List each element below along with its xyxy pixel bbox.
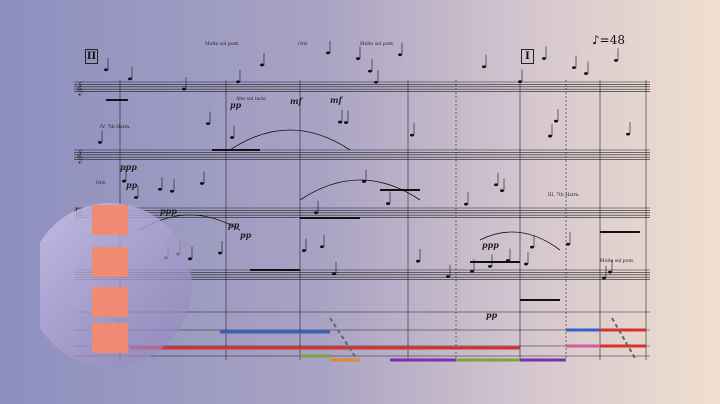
note-head — [572, 66, 576, 70]
note-head — [482, 65, 486, 69]
dynamic-mark: mf — [330, 95, 343, 105]
note-head — [494, 183, 498, 187]
note-head — [542, 57, 546, 60]
tempo-marking: ♪=48 — [592, 33, 625, 47]
note-head — [218, 251, 222, 255]
dynamic-mark: pp — [230, 100, 242, 110]
tempo-note-glyph: ♪ — [592, 33, 600, 47]
note-head — [368, 69, 372, 73]
slur — [479, 231, 561, 251]
note-head — [170, 189, 174, 193]
note-head — [338, 120, 342, 124]
note-head — [314, 211, 318, 215]
note-head — [446, 275, 450, 278]
note-head — [230, 136, 234, 139]
logo-emblem — [40, 203, 192, 367]
colored-lanes — [130, 317, 646, 362]
note-head — [608, 270, 612, 274]
staff-lines — [74, 81, 650, 357]
technique-label: Ord. — [96, 180, 107, 186]
dynamic-mark: ppp — [120, 162, 137, 172]
note-head — [326, 51, 330, 55]
note-head — [182, 87, 186, 91]
glissando-line — [611, 317, 637, 361]
technique-label: IV, 7th Harm. — [100, 124, 131, 130]
dynamic-mark: ppp — [160, 206, 177, 216]
technique-label: Molto sul pont. — [600, 258, 635, 264]
svg-text:𝄞: 𝄞 — [76, 149, 83, 163]
note-head — [206, 122, 210, 126]
note-head — [548, 134, 552, 138]
dynamic-mark: pp — [486, 310, 498, 320]
note-head — [614, 59, 618, 62]
dynamic-mark: pp — [126, 180, 138, 190]
note-head — [566, 242, 570, 246]
note-head — [320, 245, 324, 249]
slur — [229, 129, 351, 151]
note-head — [98, 141, 102, 144]
technique-label: Ord. — [298, 41, 309, 47]
note-head — [410, 133, 414, 137]
note-head — [374, 80, 378, 84]
note-head — [188, 257, 192, 261]
tempo-value: =48 — [599, 33, 625, 47]
dynamic-mark: ppp — [482, 240, 499, 250]
dynamic-mark: mf — [290, 96, 303, 106]
note-head — [344, 121, 348, 124]
note-head — [134, 196, 138, 199]
note-head — [500, 189, 504, 192]
note-head — [200, 182, 204, 185]
note-head — [236, 80, 240, 84]
note-head — [260, 63, 264, 67]
note-head — [584, 72, 588, 75]
rehearsal-mark-next: I — [521, 49, 534, 64]
dynamic-mark: pp — [228, 220, 240, 230]
note-head — [386, 202, 390, 205]
slur — [299, 179, 421, 201]
technique-label: Alto sul tasto — [235, 96, 266, 102]
rehearsal-mark-start: II — [85, 49, 98, 64]
note-clusters — [98, 40, 640, 301]
note-head — [128, 77, 132, 81]
technique-label: Molto sul pont. — [205, 41, 240, 47]
dynamic-mark: pp — [240, 230, 252, 240]
note-head — [602, 276, 606, 280]
note-head — [464, 202, 468, 206]
barlines — [119, 80, 647, 360]
note-head — [416, 259, 420, 263]
note-head — [626, 132, 630, 136]
technique-label: Molto sul pont. — [360, 41, 395, 47]
technique-label: III, 7th Harm. — [548, 192, 580, 198]
glissando-line — [329, 317, 357, 359]
note-head — [530, 245, 534, 249]
note-head — [470, 269, 474, 273]
note-head — [302, 249, 306, 252]
note-head — [104, 68, 108, 72]
note-head — [554, 119, 558, 123]
svg-text:𝄞: 𝄞 — [76, 81, 83, 95]
note-head — [518, 80, 522, 83]
note-head — [488, 264, 492, 268]
note-head — [398, 53, 402, 57]
note-head — [158, 187, 162, 191]
note-head — [524, 262, 528, 266]
note-head — [332, 272, 336, 276]
note-head — [122, 179, 126, 183]
note-head — [362, 180, 366, 183]
note-head — [356, 57, 360, 60]
